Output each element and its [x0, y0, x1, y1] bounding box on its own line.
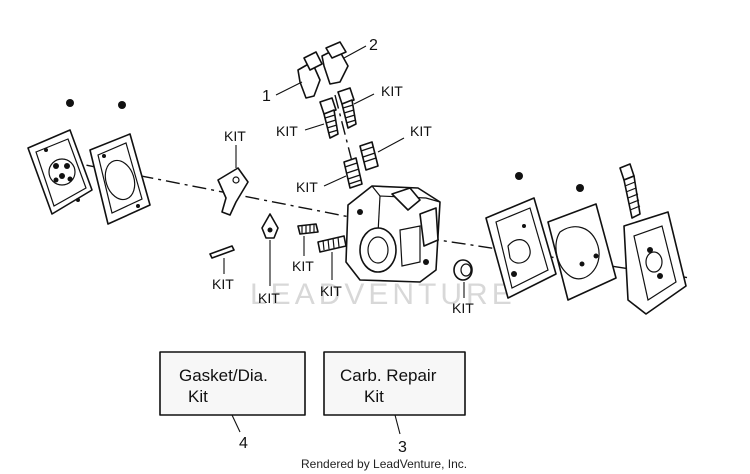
svg-text:1: 1	[262, 88, 271, 105]
callout-4: 4	[231, 414, 248, 452]
screw-spring-right	[359, 141, 379, 171]
fitting-1	[297, 51, 323, 99]
svg-text:KIT: KIT	[212, 276, 234, 292]
footer-credit: Rendered by LeadVenture, Inc.	[301, 457, 467, 471]
svg-text:Kit: Kit	[188, 387, 208, 406]
callout-3: 3	[394, 414, 407, 456]
svg-text:KIT: KIT	[296, 179, 318, 195]
svg-text:KIT: KIT	[381, 83, 403, 99]
gasket-plate-left	[27, 129, 93, 215]
kit-callout-spring-medium: KIT	[320, 252, 342, 299]
welch-plug	[453, 259, 473, 281]
svg-text:KIT: KIT	[410, 123, 432, 139]
svg-text:KIT: KIT	[452, 300, 474, 316]
kit-callout-screw-right: KIT	[353, 83, 403, 105]
spring-small	[297, 223, 319, 235]
kit-callout-lever: KIT	[224, 128, 246, 168]
carb-repair-kit-box: Carb. Repair Kit	[323, 351, 466, 416]
marker-dot	[118, 101, 126, 109]
screw-spring-left	[343, 157, 363, 189]
assembly-axis-left	[59, 159, 356, 219]
kit-callout-screw-left: KIT	[276, 123, 325, 139]
svg-text:Carb. Repair: Carb. Repair	[340, 366, 437, 385]
svg-text:Gasket/Dia.: Gasket/Dia.	[179, 366, 268, 385]
metering-lever	[217, 167, 249, 216]
watermark: LEADVENTURE	[250, 278, 516, 311]
carburetor-body	[345, 185, 441, 283]
callout-2: 2	[343, 37, 378, 59]
callout-1: 1	[262, 81, 303, 105]
kit-callout-welch-plug: KIT	[452, 282, 474, 316]
marker-dot	[515, 172, 523, 180]
marker-dot	[66, 99, 74, 107]
kit-callout-spring-right: KIT	[377, 123, 432, 153]
hinge-pin	[209, 245, 235, 259]
kit-callout-spring-left: KIT	[296, 175, 347, 195]
svg-text:4: 4	[239, 435, 248, 452]
svg-text:3: 3	[398, 439, 407, 456]
kit-callout-pin: KIT	[212, 258, 234, 292]
kit-callout-spring-small: KIT	[292, 236, 314, 274]
svg-text:KIT: KIT	[224, 128, 246, 144]
svg-text:KIT: KIT	[292, 258, 314, 274]
svg-text:KIT: KIT	[258, 290, 280, 306]
svg-text:Kit: Kit	[364, 387, 384, 406]
svg-text:KIT: KIT	[276, 123, 298, 139]
marker-dot	[576, 184, 584, 192]
inlet-needle	[261, 213, 279, 239]
diaphragm-plate-right	[547, 203, 617, 301]
kit-callout-needle: KIT	[258, 240, 280, 306]
gasket-diaphragm-kit-box: Gasket/Dia. Kit	[159, 351, 306, 416]
gasket-plate-right	[485, 197, 557, 299]
svg-text:KIT: KIT	[320, 283, 342, 299]
svg-text:2: 2	[369, 37, 378, 54]
adjusting-screw-left	[319, 97, 339, 139]
spring-medium	[317, 235, 347, 253]
diaphragm-plate-left	[89, 133, 151, 225]
fitting-2	[321, 41, 349, 85]
assembly-axis-vertical	[334, 94, 359, 186]
diaphragm-cover	[623, 211, 687, 315]
adjusting-screw-right	[337, 87, 357, 129]
cover-screw	[619, 163, 641, 219]
